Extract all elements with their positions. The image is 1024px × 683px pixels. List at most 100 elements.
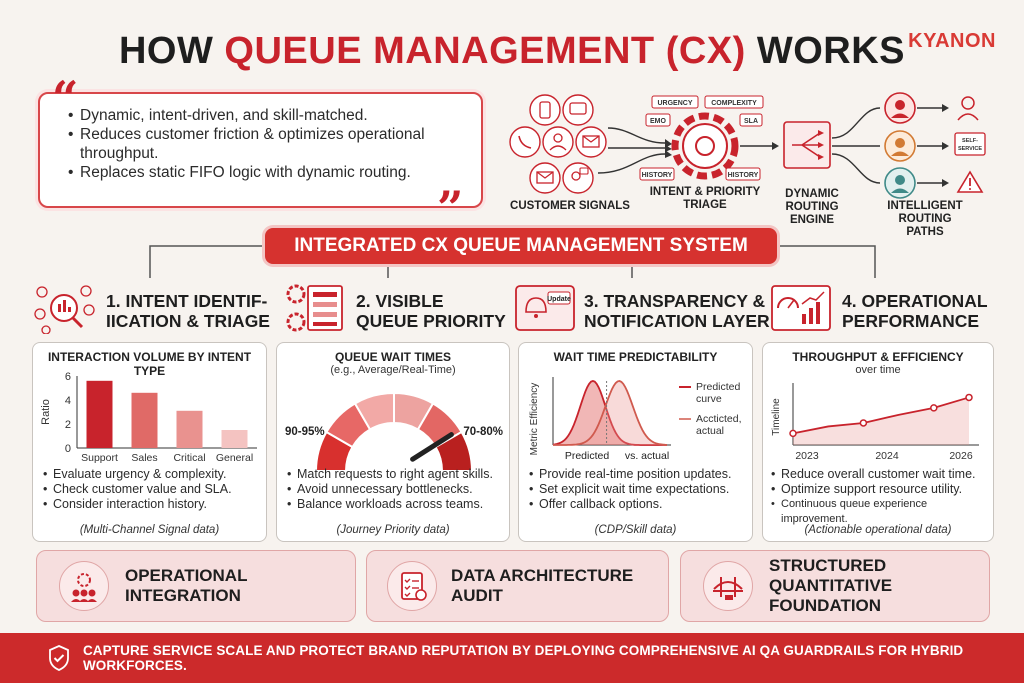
column-3-heading: 3. TRANSPARENCY &NOTIFICATION LAYER bbox=[584, 291, 770, 331]
area-fill bbox=[793, 397, 969, 445]
bar bbox=[131, 392, 158, 448]
close-quote-icon: ” bbox=[437, 181, 464, 235]
chat-icon bbox=[562, 94, 594, 126]
routing-paths-label: INTELLIGENT ROUTING PATHS bbox=[887, 200, 963, 238]
legend-entry: Predicted bbox=[696, 381, 741, 393]
data-architecture-card: DATA ARCHITECTURE AUDIT bbox=[366, 550, 669, 622]
data-point bbox=[930, 404, 938, 412]
bottom-card-label: DATA ARCHITECTURE AUDIT bbox=[451, 566, 634, 605]
panel-title: INTERACTION VOLUME BY INTENT TYPE bbox=[47, 350, 252, 378]
panel-bullet: Balance workloads across teams. bbox=[287, 497, 493, 512]
routing-engine-label: DYNAMIC ROUTING ENGINE bbox=[785, 188, 839, 226]
footer-text: CAPTURE SERVICE SCALE AND PROTECT BRAND … bbox=[82, 643, 964, 673]
bottom-card-label: OPERATIONAL INTEGRATION bbox=[125, 566, 248, 605]
y-tick-label: 6 bbox=[65, 371, 71, 383]
phone-icon bbox=[529, 94, 561, 126]
predictability-chart: Metric Efficiency Predicted vs. actual P… bbox=[529, 377, 742, 462]
queue-priority-icon bbox=[286, 284, 343, 332]
y-tick-label: 2 bbox=[65, 419, 71, 431]
x-tick-label: 2026 bbox=[949, 450, 973, 462]
panel-bullet: Set explicit wait time expectations. bbox=[529, 482, 731, 497]
panel-bullet: Consider interaction history. bbox=[43, 497, 232, 512]
panel-title: THROUGHPUT & EFFICIENCY bbox=[792, 350, 964, 364]
email-icon bbox=[575, 126, 607, 158]
footer-banner: CAPTURE SERVICE SCALE AND PROTECT BRAND … bbox=[0, 633, 1024, 683]
tag-emo: EMO bbox=[650, 118, 667, 125]
shield-check-icon bbox=[49, 645, 69, 671]
performance-icon bbox=[771, 285, 831, 331]
panel-bullet: Optimize support resource utility. bbox=[771, 482, 993, 497]
bar bbox=[176, 410, 203, 448]
intro-bullet: Dynamic, intent-driven, and skill-matche… bbox=[68, 106, 463, 125]
gauge-left-label: 90-95% bbox=[285, 426, 325, 438]
x-tick-label: 2024 bbox=[875, 450, 899, 462]
speech-user-icon bbox=[562, 162, 594, 194]
panel-bullet: Check customer value and SLA. bbox=[43, 482, 232, 497]
panel-footnote: (CDP/Skill data) bbox=[594, 524, 677, 536]
gauge-right-label: 70-80% bbox=[463, 426, 503, 438]
intro-bullet: Replaces static FIFO logic with dynamic … bbox=[68, 163, 463, 182]
bridge-foundation-icon bbox=[703, 561, 753, 611]
triage-label: INTENT & PRIORITY TRIAGE bbox=[649, 186, 761, 211]
self-service-label: SELF- bbox=[962, 138, 978, 144]
panel-title: WAIT TIME PREDICTABILITY bbox=[553, 350, 718, 364]
agent-avatar-icon bbox=[884, 92, 916, 124]
panel-bullet: Evaluate urgency & complexity. bbox=[43, 467, 232, 482]
area-fill bbox=[553, 381, 667, 445]
page-title: HOW QUEUE MANAGEMENT (CX) WORKS bbox=[118, 30, 906, 72]
tag-history: HISTORY bbox=[728, 172, 759, 179]
panel-throughput: THROUGHPUT & EFFICIENCY over time Timeli… bbox=[762, 342, 994, 542]
panel-predictability: WAIT TIME PREDICTABILITY Metric Efficien… bbox=[518, 342, 753, 542]
intent-triage-icon bbox=[34, 285, 95, 334]
panel-bullet: Reduce overall customer wait time. bbox=[771, 467, 993, 482]
area-xlabel: vs. actual bbox=[625, 450, 669, 462]
tag-history: HISTORY bbox=[642, 172, 673, 179]
quantitative-foundation-card: STRUCTURED QUANTITATIVE FOUNDATION bbox=[680, 550, 990, 622]
call-icon bbox=[509, 126, 541, 158]
data-point bbox=[965, 393, 973, 402]
banner-connectors bbox=[149, 245, 876, 278]
series-line bbox=[553, 380, 668, 446]
agent-avatar-icon bbox=[884, 167, 916, 199]
panel-footnote: (Journey Priority data) bbox=[336, 524, 450, 536]
panel-bullet: Offer callback options. bbox=[529, 497, 731, 512]
area-xlabel: Predicted bbox=[565, 450, 610, 462]
operational-integration-card: OPERATIONAL INTEGRATION bbox=[36, 550, 356, 622]
intro-quote-box: Dynamic, intent-driven, and skill-matche… bbox=[38, 92, 483, 208]
tag-urgency: URGENCY bbox=[657, 100, 692, 107]
panel-bullet: Match requests to right agent skills. bbox=[287, 467, 493, 482]
legend-entry-cont: curve bbox=[696, 393, 722, 405]
x-tick-label: Sales bbox=[131, 452, 157, 464]
column-1-heading: 1. INTENT IDENTIF-IICATION & TRIAGE bbox=[106, 291, 270, 331]
process-flow-diagram: URGENCY COMPLEXITY EMO SLA HISTORY HISTO… bbox=[509, 92, 986, 199]
brand-logo: KYANON bbox=[908, 30, 996, 52]
tag-sla: SLA bbox=[744, 118, 758, 125]
user-icon bbox=[542, 126, 574, 158]
agent-avatar-icon bbox=[884, 130, 916, 162]
panel-bullet: Continuous queue experience improvement. bbox=[771, 497, 993, 527]
panel-title: QUEUE WAIT TIMES bbox=[334, 350, 451, 364]
panel-footnote: (Multi-Channel Signal data) bbox=[79, 524, 220, 536]
panel-bullet: Avoid unnecessary bottlenecks. bbox=[287, 482, 493, 497]
self-service-box bbox=[954, 132, 986, 156]
y-tick-label: 0 bbox=[65, 443, 71, 455]
gauge-needle bbox=[410, 432, 454, 462]
svg-text:SERVICE: SERVICE bbox=[958, 146, 982, 152]
mail-icon bbox=[529, 162, 561, 194]
notification-icon: Update bbox=[515, 285, 575, 331]
area-ylabel: Metric Efficiency bbox=[529, 383, 540, 456]
warning-icon bbox=[956, 170, 984, 193]
headset-agent-icon bbox=[957, 96, 979, 121]
panel-footnote: (Actionable operational data) bbox=[804, 524, 952, 536]
series-line bbox=[552, 380, 667, 446]
data-point bbox=[789, 429, 797, 438]
panel-wait-times: QUEUE WAIT TIMES (e.g., Average/Real-Tim… bbox=[276, 342, 510, 542]
series-line bbox=[792, 396, 970, 435]
bottom-card-label: STRUCTURED QUANTITATIVE FOUNDATION bbox=[769, 556, 893, 615]
area-fill bbox=[553, 381, 667, 445]
open-quote-icon: “ bbox=[52, 71, 79, 125]
